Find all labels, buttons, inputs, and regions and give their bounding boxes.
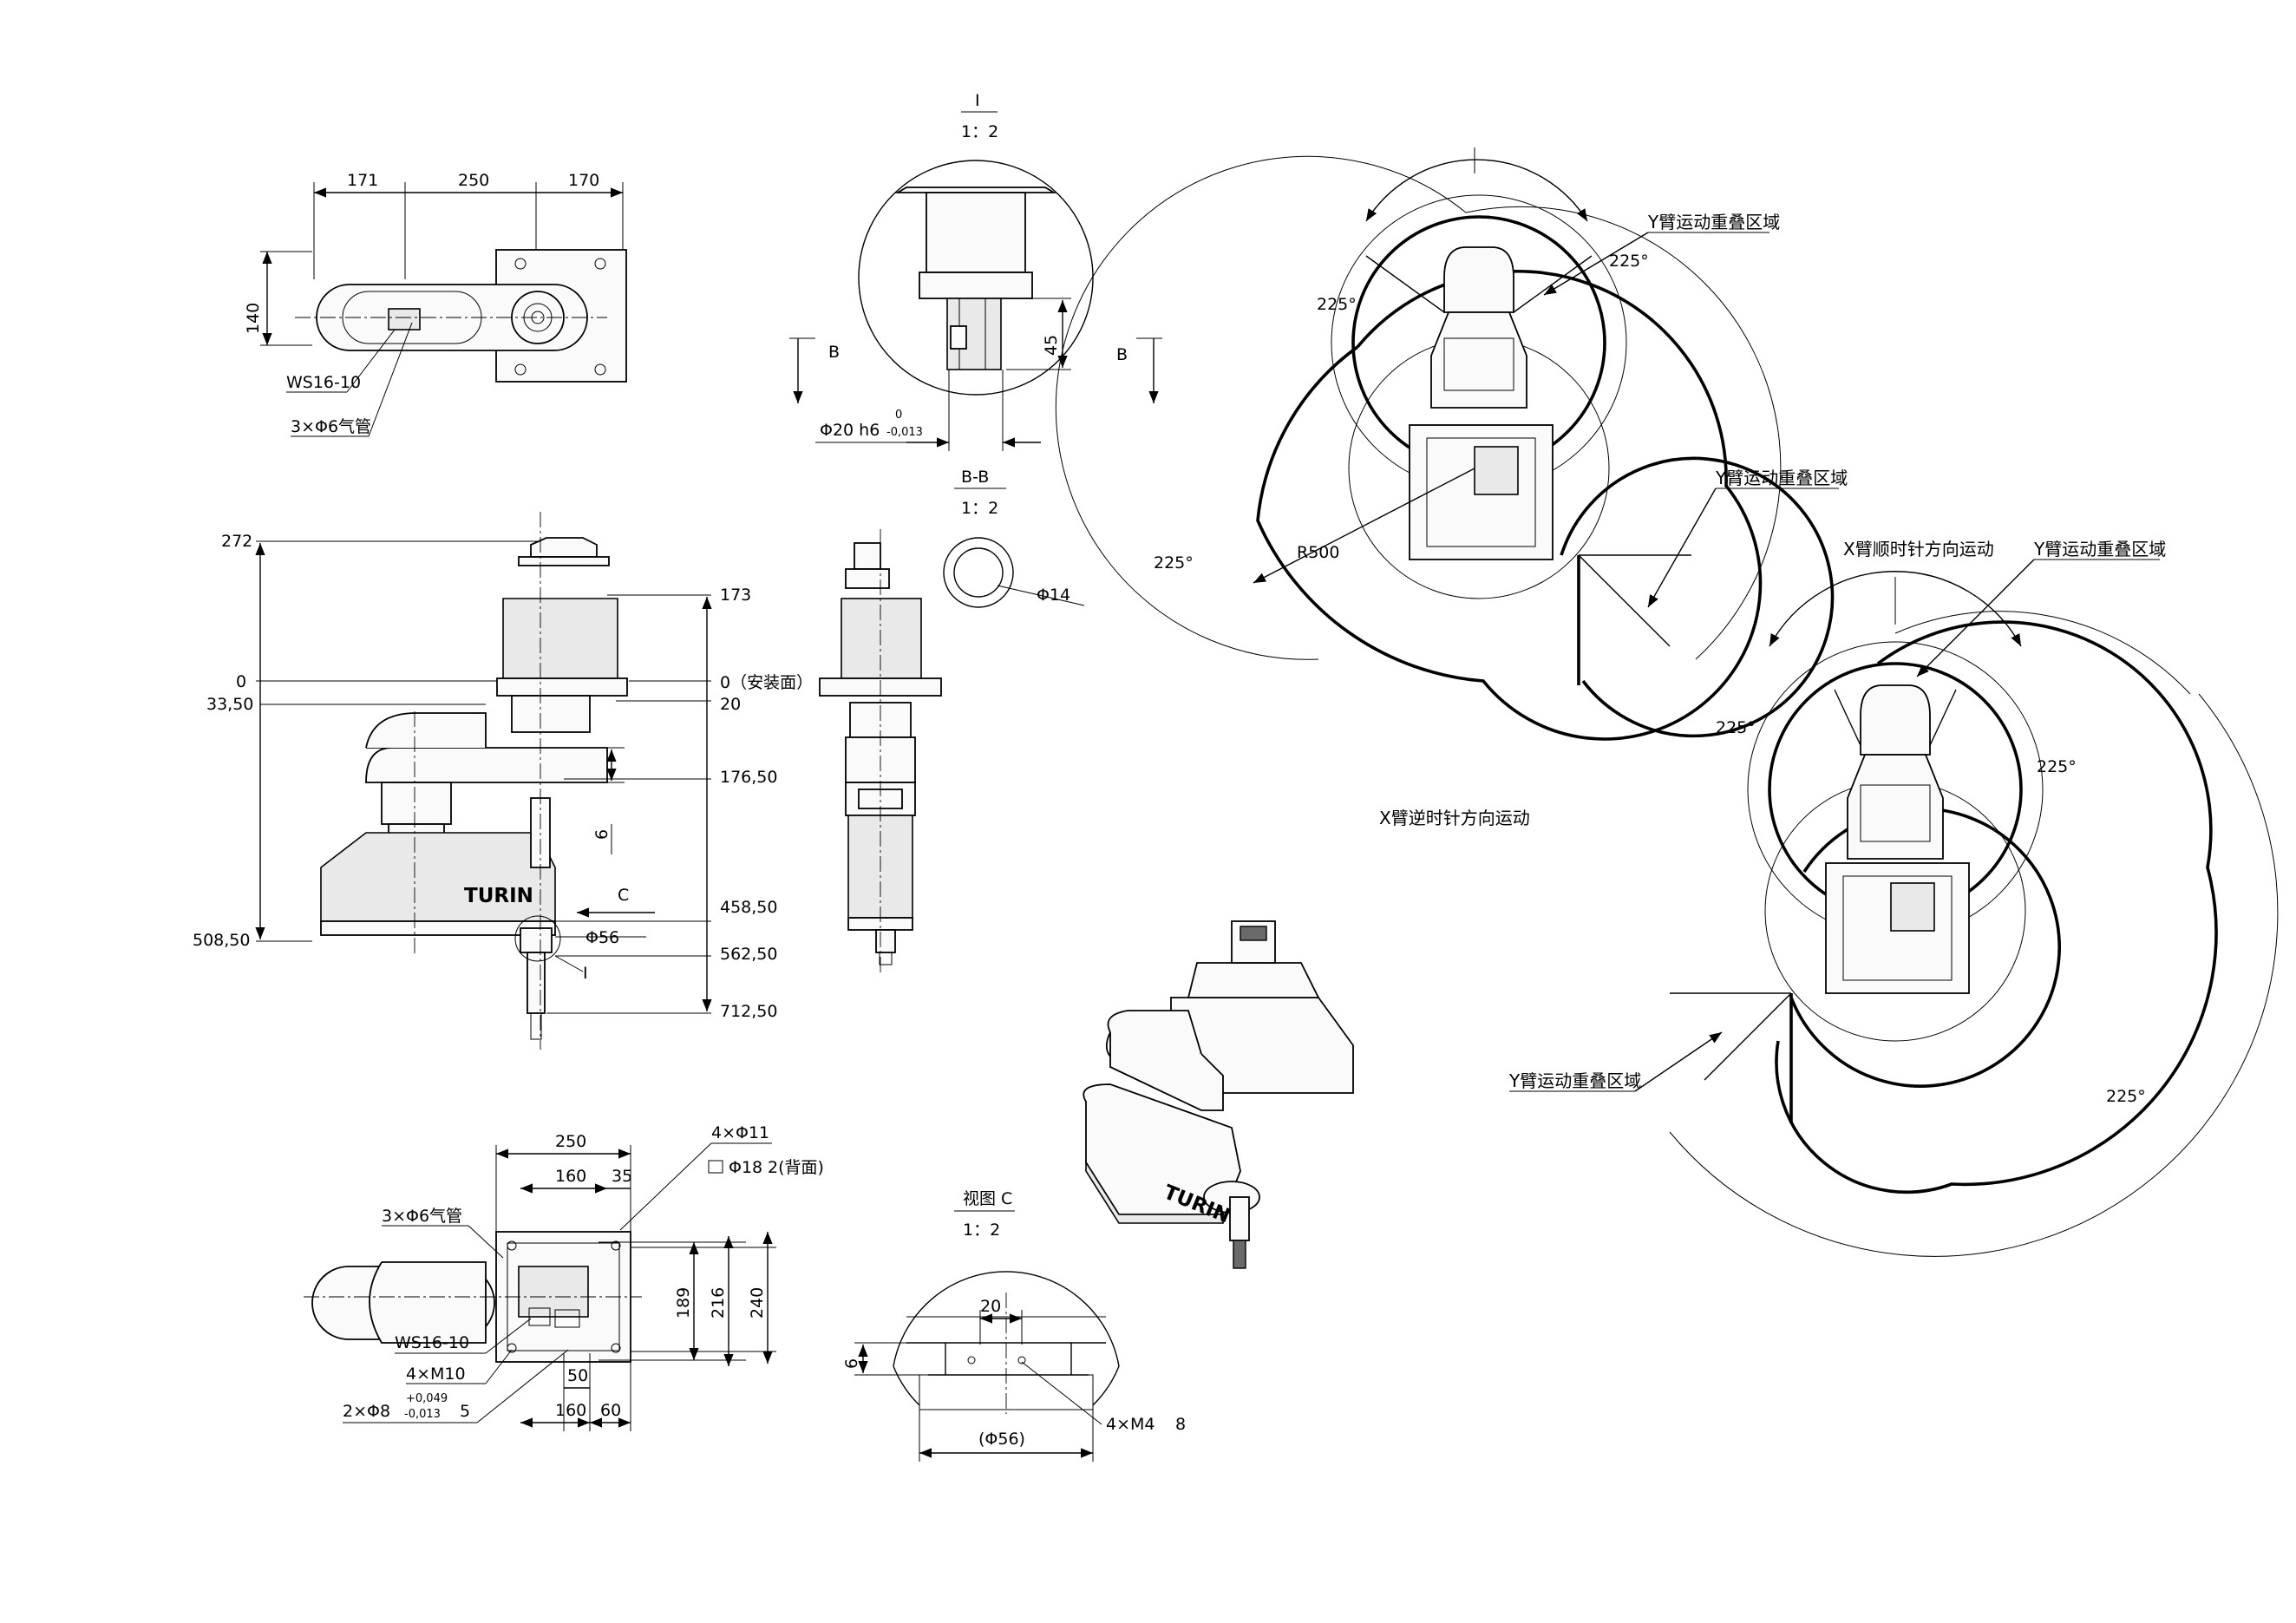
bb-title: B-B xyxy=(961,468,989,487)
left-dim-33-50: 33,50 xyxy=(206,695,253,714)
bot-dim-216: 216 xyxy=(709,1287,728,1319)
right-dim-0-mount: 0（安装面） xyxy=(720,673,813,692)
overlap-label-1: Y臂运动重叠区域 xyxy=(1647,212,1780,232)
isometric-view: TURIN xyxy=(1083,920,1354,1269)
detail-i-circle xyxy=(514,915,561,962)
angle-1a: 225° xyxy=(1609,252,1649,271)
left-dim-0: 0 xyxy=(236,672,246,691)
tol-lower: -0,013 xyxy=(886,426,923,439)
dim-6-side: 6 xyxy=(592,829,612,840)
bot-pin-depth: 5 xyxy=(460,1402,470,1421)
top-dim-170: 170 xyxy=(568,171,599,190)
right-dim-712-50: 712,50 xyxy=(720,1002,777,1021)
side-view: 272 0 33,50 508,50 TURIN xyxy=(193,512,813,1050)
detail-i-dim-45: 45 xyxy=(1042,335,1061,356)
bottom-view: 250 160 35 4×Φ11 Φ18 2(背面) 189 216 240 3… xyxy=(304,1123,824,1431)
angle-2b: 225° xyxy=(2037,757,2077,776)
bot-dim-160-top: 160 xyxy=(555,1167,586,1186)
detail-i-mark: I xyxy=(583,964,588,983)
top-dim-250: 250 xyxy=(458,171,489,190)
bot-dim-35: 35 xyxy=(612,1167,632,1186)
view-c-arrow: C xyxy=(618,886,629,905)
bot-air-tube: 3×Φ6气管 xyxy=(382,1207,462,1226)
x-arm-ccw: X臂逆时针方向运动 xyxy=(1379,808,1530,828)
view-c-dim-56: (Φ56) xyxy=(978,1430,1025,1449)
bot-dim-50: 50 xyxy=(567,1366,588,1385)
view-c-title: 视图 C xyxy=(963,1189,1012,1208)
angle-1c: 225° xyxy=(1154,553,1194,573)
right-dim-176-50: 176,50 xyxy=(720,768,777,787)
x-arm-cw: X臂顺时针方向运动 xyxy=(1843,539,1994,560)
section-bb: B-B 1：2 Φ14 xyxy=(943,468,1085,608)
bot-cbore: Φ18 xyxy=(729,1158,762,1177)
view-c: 视图 C 1：2 20 6 (Φ56) 4×M4 8 xyxy=(842,1189,1186,1462)
shaft-dia: Φ20 h6 xyxy=(820,421,880,440)
right-dim-458-50: 458,50 xyxy=(720,898,777,917)
bot-tol-lower: -0,013 xyxy=(404,1408,441,1421)
bot-holes: 4×Φ11 xyxy=(711,1123,769,1142)
bot-dim-240: 240 xyxy=(748,1287,767,1319)
section-b-mark-right: B xyxy=(1116,345,1128,364)
left-dim-272: 272 xyxy=(221,532,252,551)
bb-scale: 1：2 xyxy=(961,499,998,518)
bot-dim-250: 250 xyxy=(555,1132,586,1151)
right-dim-20: 20 xyxy=(720,695,741,714)
view-c-scale: 1：2 xyxy=(963,1221,1000,1240)
brand-turin: TURIN xyxy=(464,885,533,907)
left-dim-508-50: 508,50 xyxy=(193,931,250,950)
bot-m10: 4×M10 xyxy=(406,1364,466,1384)
angle-1b: 225° xyxy=(1317,295,1357,314)
ws16-label-top: WS16-10 xyxy=(286,373,361,392)
overlap-label-3: Y臂运动重叠区域 xyxy=(2033,539,2166,560)
overlap-label-2: Y臂运动重叠区域 xyxy=(1715,468,1848,488)
view-c-dim-6: 6 xyxy=(842,1358,861,1369)
view-c-thread: 4×M4 xyxy=(1106,1415,1155,1434)
angle-2c: 225° xyxy=(2106,1087,2146,1106)
bot-dim-160-bottom: 160 xyxy=(555,1401,586,1420)
workspace-bottom: X臂顺时针方向运动 Y臂运动重叠区域 Y臂运动重叠区域 225° 225° 22… xyxy=(1508,539,2279,1257)
tol-upper: 0 xyxy=(895,409,902,422)
mount-flange xyxy=(496,677,628,697)
bot-dim-189: 189 xyxy=(674,1287,693,1319)
robot-side: TURIN xyxy=(320,512,628,1050)
bot-tol-upper: +0,049 xyxy=(406,1392,448,1405)
right-dim-173: 173 xyxy=(720,586,751,605)
top-dim-171: 171 xyxy=(347,171,378,190)
bot-dim-60: 60 xyxy=(600,1401,621,1420)
bot-pin: 2×Φ8 xyxy=(343,1402,390,1421)
bot-ws16: WS16-10 xyxy=(395,1333,469,1352)
section-b-mark-left: B xyxy=(828,343,840,362)
air-tube-label-top: 3×Φ6气管 xyxy=(291,417,371,436)
view-c-dim-20: 20 xyxy=(980,1297,1001,1316)
view-c-depth: 8 xyxy=(1175,1415,1186,1434)
top-dim-140: 140 xyxy=(244,303,263,334)
bb-dia-14: Φ14 xyxy=(1037,586,1070,605)
workspace-top: Y臂运动重叠区域 Y臂运动重叠区域 X臂逆时针方向运动 R500 B 225° … xyxy=(1055,147,1848,828)
right-dim-562-50: 562,50 xyxy=(720,945,777,964)
radius-500: R500 xyxy=(1297,543,1339,562)
angle-2a: 225° xyxy=(1716,718,1756,737)
detail-i-scale: 1：2 xyxy=(961,122,998,141)
phi56-side: Φ56 xyxy=(585,928,619,947)
detail-i-title: I xyxy=(975,91,980,110)
bot-back: 2(背面) xyxy=(768,1158,824,1177)
detail-i: I 1：2 45 Φ20 h6 0 -0,013 B xyxy=(789,91,1094,451)
front-view xyxy=(819,529,942,976)
top-view: 171 250 170 140 WS16-10 3×Φ6气管 xyxy=(244,171,627,437)
overlap-label-4: Y臂运动重叠区域 xyxy=(1508,1070,1641,1091)
